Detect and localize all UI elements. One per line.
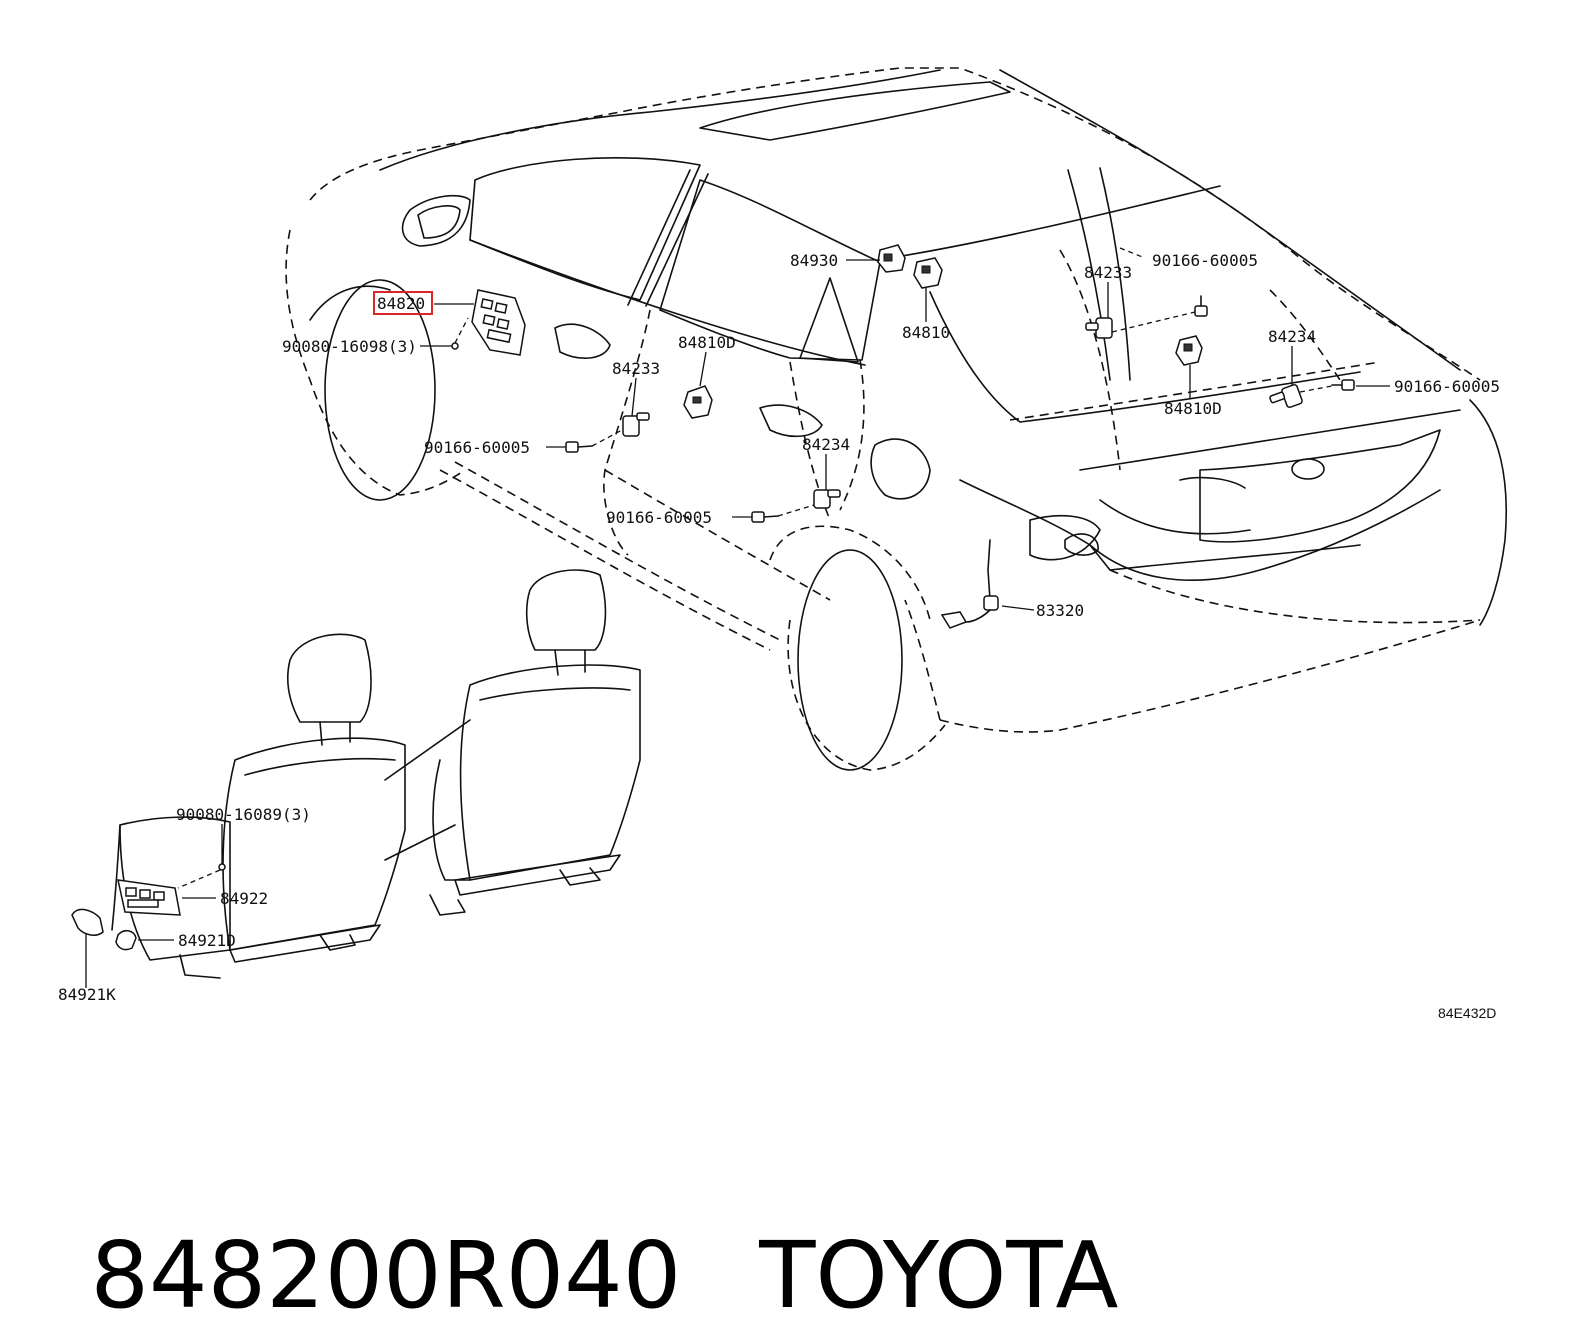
part-number: 848200R040 <box>90 1222 682 1329</box>
courtesy-switch-84234-trunk <box>1269 383 1303 409</box>
parts-graphics <box>71 244 1355 951</box>
car-body-illustration <box>285 67 1508 771</box>
switch-84810 <box>913 257 943 289</box>
callout-90080-16089[interactable]: 90080-16089(3) <box>176 805 311 824</box>
callout-83320[interactable]: 83320 <box>1036 601 1084 620</box>
callout-84922[interactable]: 84922 <box>220 889 268 908</box>
courtesy-switch-84233-rear <box>1085 317 1113 339</box>
seat-switch-84922 <box>117 879 181 916</box>
callout-90166-right[interactable]: 90166-60005 <box>1394 377 1500 396</box>
callout-90080-16098[interactable]: 90080-16098(3) <box>282 337 417 356</box>
part-84930 <box>877 244 906 273</box>
diagram-reference-code: 84E432D <box>1438 1005 1496 1021</box>
screw-90166-top-right <box>1194 295 1208 317</box>
callout-84810D-rear[interactable]: 84810D <box>1164 399 1222 418</box>
screw-90166-front <box>565 441 593 453</box>
callout-labels: 84820 90080-16098(3) 84930 84810 84233 9… <box>58 251 1500 1021</box>
screw-icon <box>451 342 459 350</box>
callout-84233-front[interactable]: 84233 <box>612 359 660 378</box>
callout-84234-trunk[interactable]: 84234 <box>1268 327 1316 346</box>
part-title: 848200R040 TOYOTA <box>32 1138 1119 1329</box>
seats-illustration <box>111 569 641 979</box>
sensor-83320 <box>940 539 999 629</box>
callout-90166-top[interactable]: 90166-60005 <box>1152 251 1258 270</box>
courtesy-switch-84234-rear-door <box>813 489 841 509</box>
callout-84810D-front[interactable]: 84810D <box>678 333 736 352</box>
highlight-box <box>373 291 433 315</box>
screw-90166-rear-door <box>751 511 779 523</box>
knob-84921K <box>71 908 104 936</box>
callout-90166-rear-door[interactable]: 90166-60005 <box>606 508 712 527</box>
leader-lines <box>85 247 1390 988</box>
parts-diagram: 84820 90080-16098(3) 84930 84810 84233 9… <box>58 67 1508 1021</box>
switch-84810D-rear <box>1175 335 1203 366</box>
callout-84921K[interactable]: 84921K <box>58 985 116 1004</box>
callout-84820[interactable]: 84820 <box>377 294 425 313</box>
knob-84921D <box>115 930 137 951</box>
callout-84921D[interactable]: 84921D <box>178 931 236 950</box>
callout-84930[interactable]: 84930 <box>790 251 838 270</box>
switch-84810D-front <box>683 385 713 419</box>
screw-90166-right <box>1331 379 1355 391</box>
callout-84810[interactable]: 84810 <box>902 323 950 342</box>
window-switch-84820 <box>471 289 526 356</box>
callout-84233-rear[interactable]: 84233 <box>1084 263 1132 282</box>
callout-84234-rear-door[interactable]: 84234 <box>802 435 850 454</box>
callout-90166-front[interactable]: 90166-60005 <box>424 438 530 457</box>
courtesy-switch-84233-front <box>622 412 650 437</box>
screw-icon <box>218 863 226 871</box>
brand-name: TOYOTA <box>759 1222 1119 1329</box>
